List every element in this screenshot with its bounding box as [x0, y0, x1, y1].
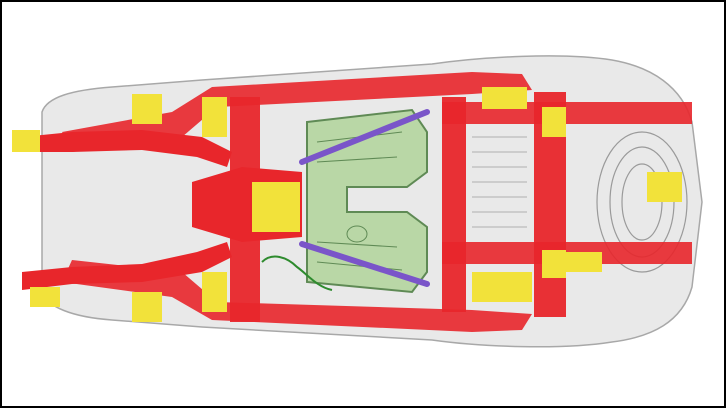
rear-rail-upper — [442, 102, 692, 124]
left-sill — [62, 72, 532, 152]
mid-crossmember — [442, 97, 466, 312]
front-rail-lower — [22, 242, 232, 290]
right-sill — [62, 260, 532, 332]
front-rail-upper — [22, 130, 232, 167]
yellow-reinforcements — [12, 87, 682, 322]
tank-straps — [299, 109, 430, 287]
fuel-line — [261, 255, 333, 291]
rear-floor-ribs — [472, 136, 527, 228]
